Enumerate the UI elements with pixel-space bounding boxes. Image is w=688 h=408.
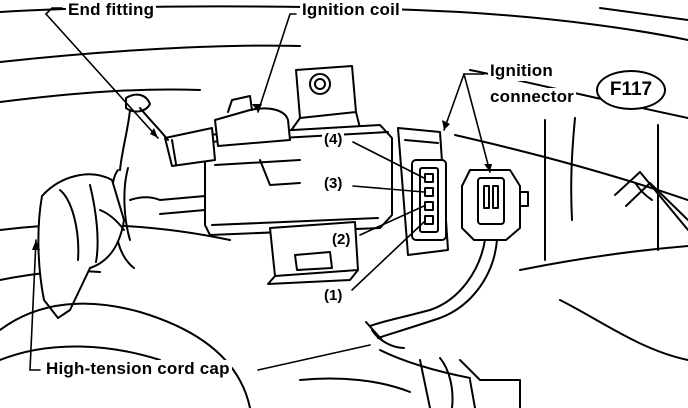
bracket-bolt-icon xyxy=(309,73,331,95)
support-rod xyxy=(614,171,688,231)
figure-id-badge: F117 xyxy=(596,70,666,110)
label-ignition-coil: Ignition coil xyxy=(300,0,402,20)
coil-pin-4 xyxy=(424,173,434,183)
pin-label-2: (2) xyxy=(330,231,353,249)
coil-pin-3 xyxy=(424,187,434,197)
pin-label-3: (3) xyxy=(322,175,345,193)
leader-pin-3 xyxy=(352,185,425,193)
coil-pin-1 xyxy=(424,215,434,225)
ignition-coil xyxy=(119,93,393,285)
label-ignition-connector-line2: connector xyxy=(488,87,576,107)
label-end-fitting: End fitting xyxy=(66,0,157,20)
leader-lines xyxy=(29,7,491,371)
leader-arrowheads xyxy=(32,104,492,250)
leader-end-fitting xyxy=(45,13,159,139)
label-high-tension-cord-cap: High-tension cord cap xyxy=(44,359,232,379)
leader-connector-harness-side xyxy=(463,73,491,173)
coil-pin-2 xyxy=(424,201,434,211)
coil-side-connector xyxy=(397,127,449,256)
leader-pin-4 xyxy=(352,141,425,179)
leader-ignition-coil xyxy=(257,13,297,113)
label-ignition-connector-line1: Ignition xyxy=(488,61,555,81)
leader-high-tension-cord-cap xyxy=(29,239,37,371)
lower-hoses xyxy=(0,299,688,408)
harness-side-connector xyxy=(365,169,529,349)
pin-label-4: (4) xyxy=(322,131,345,149)
leader-connector-coil-side xyxy=(443,73,465,131)
high-tension-cord xyxy=(37,167,206,319)
pin-label-1: (1) xyxy=(322,287,345,305)
leader-pin-2 xyxy=(359,205,425,236)
coil-bracket xyxy=(289,65,361,133)
leader-pin-1 xyxy=(351,221,425,291)
